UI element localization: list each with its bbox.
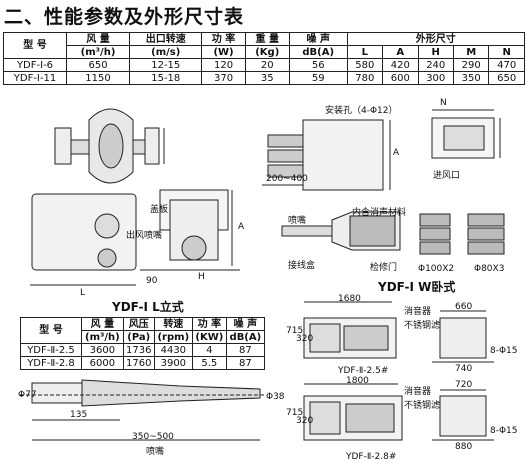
caption-w-type: YDF-Ⅰ W卧式 xyxy=(378,280,456,294)
nozzle-bundles xyxy=(419,213,505,255)
header-power-unit: (KW) xyxy=(191,330,227,344)
table-cell: YDF-Ⅱ-2.8 xyxy=(20,356,82,370)
w-type-section-view xyxy=(281,211,401,251)
l-type-front-view xyxy=(30,193,137,286)
bottom-nozzle-drawing xyxy=(20,379,265,441)
table-cell: YDF-Ⅱ-2.5 xyxy=(20,343,82,357)
nozzle-label: 喷嘴 xyxy=(288,216,307,226)
header-airflow-unit: (m³/h) xyxy=(81,330,124,344)
header-noise-unit: dB(A) xyxy=(225,330,266,344)
fan-side-view-drawing xyxy=(54,108,165,184)
dim-label: N xyxy=(440,98,447,108)
table-cell: 87 xyxy=(225,343,266,357)
table-cell: 780 xyxy=(346,71,384,85)
dim-label: 90 xyxy=(146,276,158,286)
header-model: 型 号 xyxy=(20,317,82,344)
dim-label: 720 xyxy=(455,380,473,390)
dim-label: 135 xyxy=(70,410,88,420)
dim-label: Φ38 xyxy=(266,392,285,402)
dim-label: 715 xyxy=(286,408,304,418)
header-power: 功 率 xyxy=(191,317,227,331)
liner-label: 内含消声材料 xyxy=(352,208,407,218)
ss-mesh-label: 不锈钢滤 xyxy=(404,401,441,411)
junction-label: 接线盒 xyxy=(288,261,316,271)
dim-label: 1680 xyxy=(338,294,361,304)
dim-label: 880 xyxy=(455,442,473,452)
nozzle-bottom-label: 喷嘴 xyxy=(146,447,165,457)
table-header-row: (m³/h) (Pa) (rpm) (KW) dB(A) xyxy=(21,330,266,344)
dim-label: 1800 xyxy=(346,376,369,386)
table-cell: 1736 xyxy=(122,343,155,357)
header-noise: 噪 声 xyxy=(225,317,266,331)
header-airflow: 风 量 xyxy=(81,317,124,331)
dim-label: 660 xyxy=(455,302,473,312)
page-title: 二、性能参数及外形尺寸表 xyxy=(4,6,245,28)
table-cell: 4 xyxy=(191,343,227,357)
table-cell: 1760 xyxy=(122,356,155,370)
table-cell: 4430 xyxy=(153,343,193,357)
l-type-side-view xyxy=(140,189,240,271)
dim-label: A xyxy=(238,222,245,232)
table-header-row: 型 号 风 量 风压 转速 功 率 噪 声 xyxy=(20,317,266,344)
dim-label: 740 xyxy=(455,364,473,374)
dim-label: 715 xyxy=(286,326,304,336)
ii-2-8-drawing xyxy=(303,383,494,441)
cover-label: 盖板 xyxy=(150,205,169,215)
table-row: YDF-Ⅰ-11 1150 15-18 370 35 59 780 600 30… xyxy=(3,71,525,85)
outlet-nozzle-label: 出风喷嘴 xyxy=(126,231,163,241)
performance-table-1: 型 号 风 量 出口转速 功 率 重 量 噪 声 外形尺寸 (m³/h) (m/… xyxy=(3,32,526,85)
table-cell: 5.5 xyxy=(191,356,227,370)
table-row: YDF-Ⅰ-6 650 12-15 120 20 56 580 420 240 … xyxy=(3,58,525,72)
inspect-door-label: 检修门 xyxy=(370,263,398,273)
ss-mesh-label: 不锈钢滤 xyxy=(404,321,441,331)
table-cell: 650 xyxy=(488,71,525,85)
dim-label: Φ77 xyxy=(18,390,37,400)
phi100-label: Φ100X2 xyxy=(418,264,455,274)
inlet-box-view xyxy=(431,109,501,159)
table-cell: 35 xyxy=(244,71,290,85)
phi80-label: Φ80X3 xyxy=(474,264,505,274)
table-row: YDF-Ⅱ-2.8 6000 1760 3900 5.5 87 xyxy=(20,356,266,370)
table-cell: 3900 xyxy=(153,356,193,370)
table-row: YDF-Ⅱ-2.5 3600 1736 4430 4 87 xyxy=(20,343,266,357)
w-type-top-view xyxy=(262,119,391,191)
performance-table-2: 型 号 风 量 风压 转速 功 率 噪 声 (m³/h) (Pa) (rpm) … xyxy=(20,317,266,370)
dim-label: H xyxy=(198,272,205,282)
table-cell: YDF-Ⅰ-11 xyxy=(3,71,67,85)
dim-label: L xyxy=(80,288,86,298)
header-speed-unit: (rpm) xyxy=(153,330,193,344)
dim-label: A xyxy=(393,148,400,158)
header-speed: 转速 xyxy=(153,317,193,331)
dim-label: 200~400 xyxy=(266,174,308,184)
mount-hole-label: 安装孔（4-Φ12） xyxy=(325,106,398,116)
dim-label: 320 xyxy=(296,416,314,426)
inlet-label: 进风口 xyxy=(433,171,461,181)
header-model: 型 号 xyxy=(3,32,67,59)
dim-label: 8-Φ15 xyxy=(490,346,518,356)
table-cell: 3600 xyxy=(81,343,124,357)
muffler-label: 消音器 xyxy=(404,387,432,397)
caption-l-type: YDF-Ⅰ L立式 xyxy=(112,300,184,314)
dim-label: 320 xyxy=(296,334,314,344)
header-pressure: 风压 xyxy=(122,317,155,331)
table-cell: 350 xyxy=(452,71,490,85)
table-cell: 6000 xyxy=(81,356,124,370)
header-pressure-unit: (Pa) xyxy=(122,330,155,344)
header-weight: 重 量 xyxy=(244,32,290,46)
dim-label: 8-Φ15 xyxy=(490,426,518,436)
table-cell: 87 xyxy=(225,356,266,370)
caption-ii-2-8: YDF-Ⅱ-2.8# xyxy=(346,452,397,462)
muffler-label: 消音器 xyxy=(404,307,432,317)
dim-label: 350~500 xyxy=(132,432,174,442)
table-cell: 370 xyxy=(201,71,246,85)
caption-ii-2-5: YDF-Ⅱ-2.5# xyxy=(338,366,389,376)
table-cell: 15-18 xyxy=(129,71,203,85)
ii-2-5-drawing xyxy=(303,301,494,363)
